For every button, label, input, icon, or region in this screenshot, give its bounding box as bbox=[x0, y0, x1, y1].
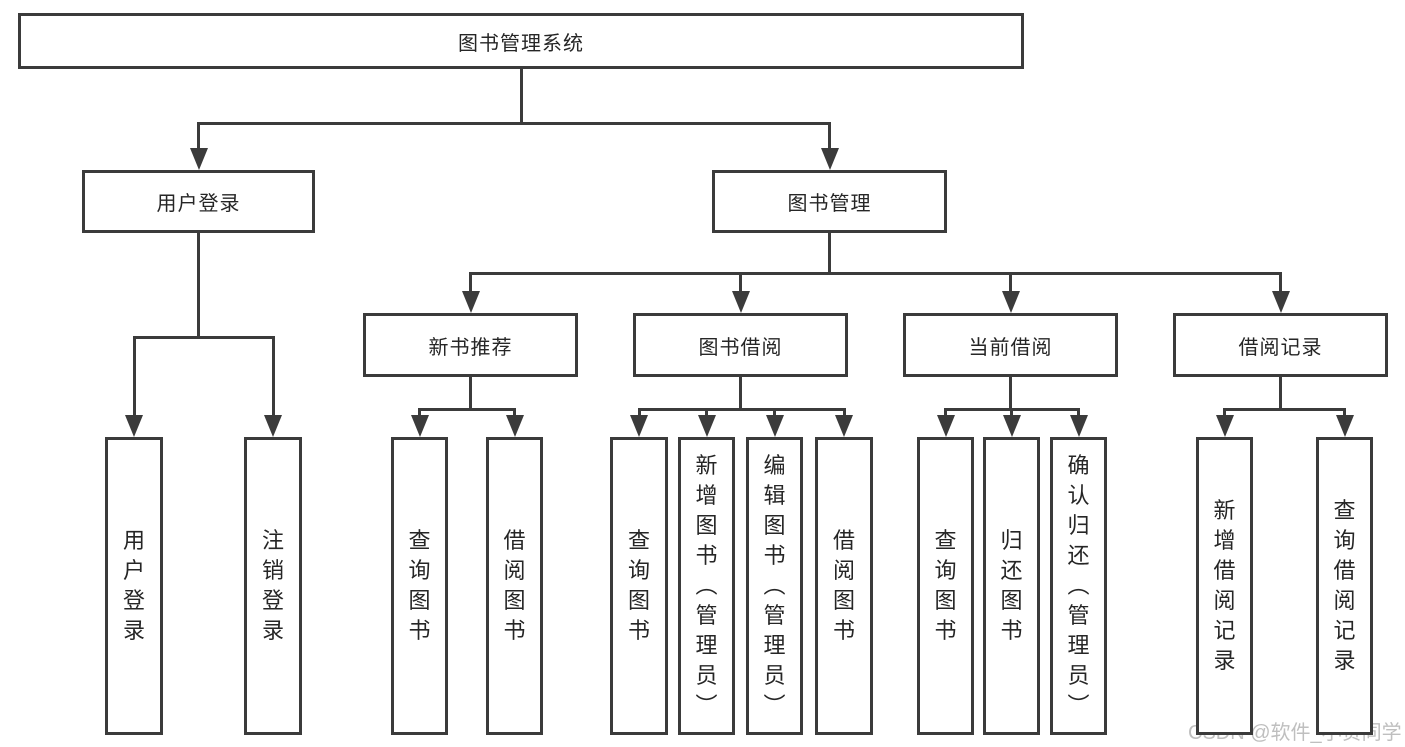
node-return-book: 归还图书 bbox=[983, 437, 1040, 735]
arrowhead-down-icon bbox=[1002, 415, 1021, 437]
connector-drop bbox=[1279, 275, 1282, 293]
arrowhead-down-icon bbox=[410, 415, 429, 437]
connector-bus bbox=[132, 336, 275, 339]
node-label-vertical: 借阅图书 bbox=[503, 528, 526, 643]
node-label-vertical: 新增图书︵管理员︶ bbox=[695, 453, 718, 718]
connector-bus bbox=[1223, 408, 1346, 411]
node-add-borrow-record: 新增借阅记录 bbox=[1196, 437, 1253, 735]
arrowhead-down-icon bbox=[697, 415, 716, 437]
arrowhead-down-icon bbox=[189, 148, 208, 170]
node-new-book-recommend: 新书推荐 bbox=[363, 313, 578, 377]
connector-stem bbox=[739, 377, 742, 411]
connector-drop bbox=[1010, 411, 1013, 417]
node-user-login: 用户登录 bbox=[82, 170, 315, 233]
connector-drop bbox=[1343, 411, 1346, 417]
arrowhead-down-icon bbox=[1069, 415, 1088, 437]
node-label-vertical: 查询图书 bbox=[408, 528, 431, 643]
node-label: 用户登录 bbox=[156, 193, 241, 215]
connector-drop bbox=[197, 125, 200, 150]
arrowhead-down-icon bbox=[1335, 415, 1354, 437]
node-query-book-2: 查询图书 bbox=[610, 437, 668, 735]
connector-stem bbox=[469, 377, 472, 411]
arrowhead-down-icon bbox=[1001, 291, 1020, 313]
connector-stem bbox=[1009, 377, 1012, 411]
connector-stem bbox=[197, 233, 200, 339]
connector-drop bbox=[513, 411, 516, 417]
node-borrow-book-2: 借阅图书 bbox=[815, 437, 873, 735]
connector-bus bbox=[637, 408, 846, 411]
connector-stem bbox=[519, 69, 523, 125]
node-label: 新书推荐 bbox=[428, 336, 513, 359]
connector-bus bbox=[418, 408, 516, 411]
connector-drop bbox=[469, 275, 472, 293]
node-borrow-book-1: 借阅图书 bbox=[486, 437, 543, 735]
node-label-vertical: 注销登录 bbox=[261, 528, 284, 643]
node-label-vertical: 新增借阅记录 bbox=[1213, 498, 1236, 673]
node-book-borrow: 图书借阅 bbox=[633, 313, 848, 377]
node-label-vertical: 确认归还︵管理员︶ bbox=[1067, 453, 1090, 718]
connector-stem bbox=[1279, 377, 1282, 411]
arrowhead-down-icon bbox=[731, 291, 750, 313]
connector-drop bbox=[1077, 411, 1080, 417]
node-query-borrow-record: 查询借阅记录 bbox=[1316, 437, 1373, 735]
arrowhead-down-icon bbox=[835, 415, 853, 437]
arrowhead-down-icon bbox=[461, 291, 480, 313]
connector-bus bbox=[197, 122, 831, 125]
arrowhead-down-icon bbox=[264, 415, 282, 437]
connector-drop bbox=[132, 339, 136, 417]
node-root: 图书管理系统 bbox=[18, 13, 1024, 69]
arrowhead-down-icon bbox=[505, 415, 524, 437]
connector-drop bbox=[1009, 275, 1012, 293]
node-label: 借阅记录 bbox=[1238, 336, 1323, 359]
node-login: 用户登录 bbox=[105, 437, 163, 735]
node-borrow-record: 借阅记录 bbox=[1173, 313, 1388, 377]
connector-drop bbox=[842, 411, 846, 417]
node-label-vertical: 借阅图书 bbox=[832, 528, 855, 643]
connector-drop bbox=[271, 339, 275, 417]
node-label-vertical: 查询图书 bbox=[934, 528, 957, 643]
node-add-book-admin: 新增图书︵管理员︶ bbox=[678, 437, 735, 735]
connector-drop bbox=[944, 411, 947, 417]
arrowhead-down-icon bbox=[936, 415, 955, 437]
arrowhead-down-icon bbox=[1215, 415, 1234, 437]
node-edit-book-admin: 编辑图书︵管理员︶ bbox=[746, 437, 803, 735]
node-logout: 注销登录 bbox=[244, 437, 302, 735]
node-query-book-3: 查询图书 bbox=[917, 437, 974, 735]
connector-drop bbox=[637, 411, 641, 417]
node-confirm-return-admin: 确认归还︵管理员︶ bbox=[1050, 437, 1107, 735]
arrowhead-down-icon bbox=[125, 415, 143, 437]
connector-bus bbox=[944, 408, 1080, 411]
connector-drop bbox=[828, 125, 831, 150]
connector-drop bbox=[418, 411, 421, 417]
node-label-vertical: 查询借阅记录 bbox=[1333, 498, 1356, 673]
node-book-mgmt: 图书管理 bbox=[712, 170, 947, 233]
node-current-borrow: 当前借阅 bbox=[903, 313, 1118, 377]
connector-drop bbox=[739, 275, 742, 293]
node-query-book-1: 查询图书 bbox=[391, 437, 448, 735]
node-label-vertical: 归还图书 bbox=[1000, 528, 1023, 643]
arrowhead-down-icon bbox=[820, 148, 839, 170]
node-label: 图书借阅 bbox=[698, 336, 783, 359]
node-label: 图书管理 bbox=[787, 193, 872, 215]
node-label-vertical: 查询图书 bbox=[627, 528, 650, 643]
connector-stem bbox=[828, 233, 831, 275]
node-label-vertical: 用户登录 bbox=[122, 528, 145, 643]
node-label-vertical: 编辑图书︵管理员︶ bbox=[763, 453, 786, 718]
node-label: 图书管理系统 bbox=[458, 32, 584, 55]
arrowhead-down-icon bbox=[765, 415, 784, 437]
connector-drop bbox=[773, 411, 776, 417]
arrowhead-down-icon bbox=[630, 415, 648, 437]
arrowhead-down-icon bbox=[1271, 291, 1290, 313]
connector-drop bbox=[705, 411, 708, 417]
connector-drop bbox=[1223, 411, 1226, 417]
connector-bus bbox=[469, 272, 1282, 275]
node-label: 当前借阅 bbox=[968, 336, 1053, 359]
